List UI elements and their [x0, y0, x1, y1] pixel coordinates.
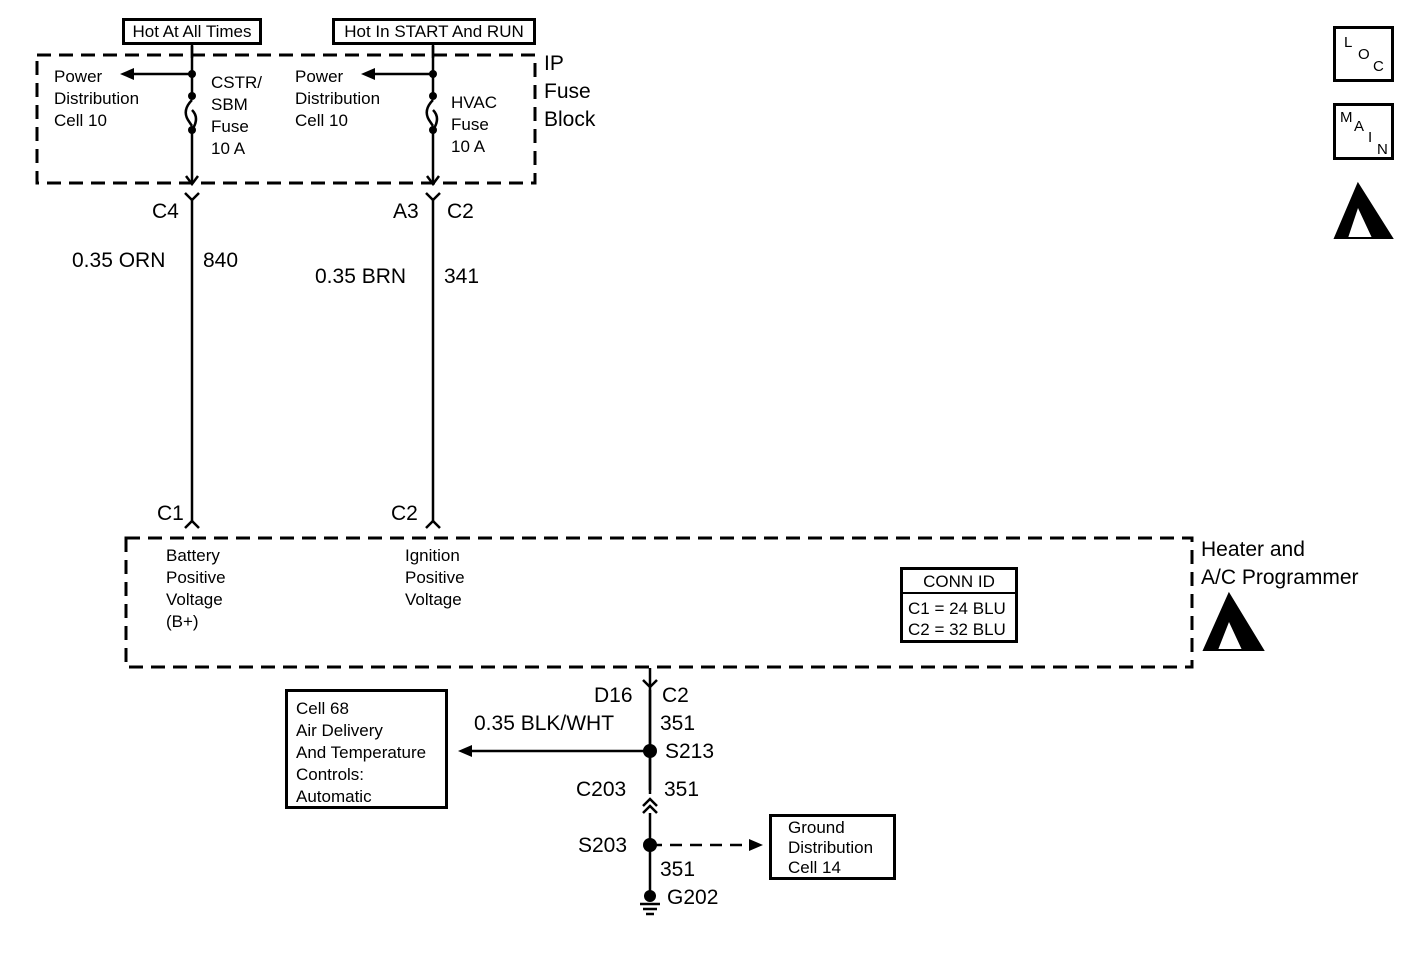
- left-power-distribution-label: Power Distribution Cell 10: [54, 67, 140, 130]
- hot-at-all-times-label: Hot At All Times: [132, 22, 252, 41]
- lower-wire-gauge-color: 0.35 BLK/WHT: [474, 712, 615, 735]
- connector-c203-label: C203: [576, 778, 627, 801]
- loc-icon[interactable]: L O C: [1333, 26, 1394, 82]
- hvac-fuse-label: HVAC Fuse 10 A: [451, 93, 497, 156]
- pin-d16-label: D16: [594, 684, 633, 707]
- connector-c1-label: C1: [157, 502, 184, 525]
- ground-icon: [638, 900, 662, 918]
- ip-fuse-block-title: IP Fuse Block: [544, 52, 596, 131]
- module-esd-warning-icon: [1202, 592, 1266, 652]
- ground-g202-label: G202: [667, 886, 719, 909]
- right-wire-gauge-color: 0.35 BRN: [315, 265, 407, 288]
- left-wire-gauge-color: 0.35 ORN: [72, 249, 166, 272]
- connector-c2-top-label: C2: [447, 200, 474, 223]
- right-power-distribution-label: Power Distribution Cell 10: [295, 67, 381, 130]
- ip-fuse-block-outline: [35, 53, 537, 185]
- cstr-sbm-fuse-label: CSTR/ SBM Fuse 10 A: [211, 73, 262, 158]
- conn-id-c2: C2 = 32 BLU: [908, 620, 1006, 639]
- ground-distribution-reference-box[interactable]: Ground Distribution Cell 14: [769, 814, 896, 880]
- module-outline: [124, 536, 1194, 669]
- pin-a3-label: A3: [393, 200, 419, 223]
- conn-id-c1: C1 = 24 BLU: [908, 599, 1006, 618]
- loc-letter-o: O: [1358, 46, 1370, 63]
- loc-letter-c: C: [1373, 58, 1384, 75]
- hot-in-start-run-box: Hot In START And RUN: [332, 18, 536, 45]
- main-letter-m: M: [1340, 109, 1353, 126]
- splice-s213-label: S213: [665, 740, 715, 763]
- cell-68-reference-label: Cell 68 Air Delivery And Temperature Con…: [296, 699, 427, 806]
- conn-id-header: CONN ID: [923, 572, 995, 591]
- hot-in-start-run-label: Hot In START And RUN: [344, 22, 524, 41]
- battery-positive-voltage-label: Battery Positive Voltage (B+): [166, 546, 226, 631]
- heater-ac-programmer-title: Heater and A/C Programmer: [1201, 538, 1359, 589]
- hot-at-all-times-box: Hot At All Times: [122, 18, 262, 45]
- conn-id-table: CONN ID C1 = 24 BLU C2 = 32 BLU: [900, 567, 1018, 643]
- c203-circuit-label: 351: [664, 778, 700, 801]
- main-letter-a: A: [1354, 118, 1365, 135]
- lower-wire-circuit: 351: [660, 712, 696, 735]
- esd-warning-icon: [1333, 182, 1395, 240]
- connector-c2-lower-label: C2: [662, 684, 689, 707]
- s203-circuit-label: 351: [660, 858, 696, 881]
- main-letter-i: I: [1368, 129, 1373, 146]
- main-letter-n: N: [1377, 141, 1388, 158]
- conn-id-divider: [903, 592, 1015, 594]
- main-icon[interactable]: M A I N: [1333, 103, 1394, 160]
- connector-c2-bottom-label: C2: [391, 502, 418, 525]
- loc-letter-l: L: [1344, 34, 1353, 51]
- right-wire-circuit: 341: [444, 265, 480, 288]
- ground-distribution-reference-label: Ground Distribution Cell 14: [788, 818, 874, 877]
- ignition-positive-voltage-label: Ignition Positive Voltage: [405, 546, 465, 609]
- splice-s203-label: S203: [578, 834, 628, 857]
- connector-c4-label: C4: [152, 200, 179, 223]
- left-wire-circuit: 840: [203, 249, 239, 272]
- cell-68-reference-box[interactable]: Cell 68 Air Delivery And Temperature Con…: [285, 689, 448, 809]
